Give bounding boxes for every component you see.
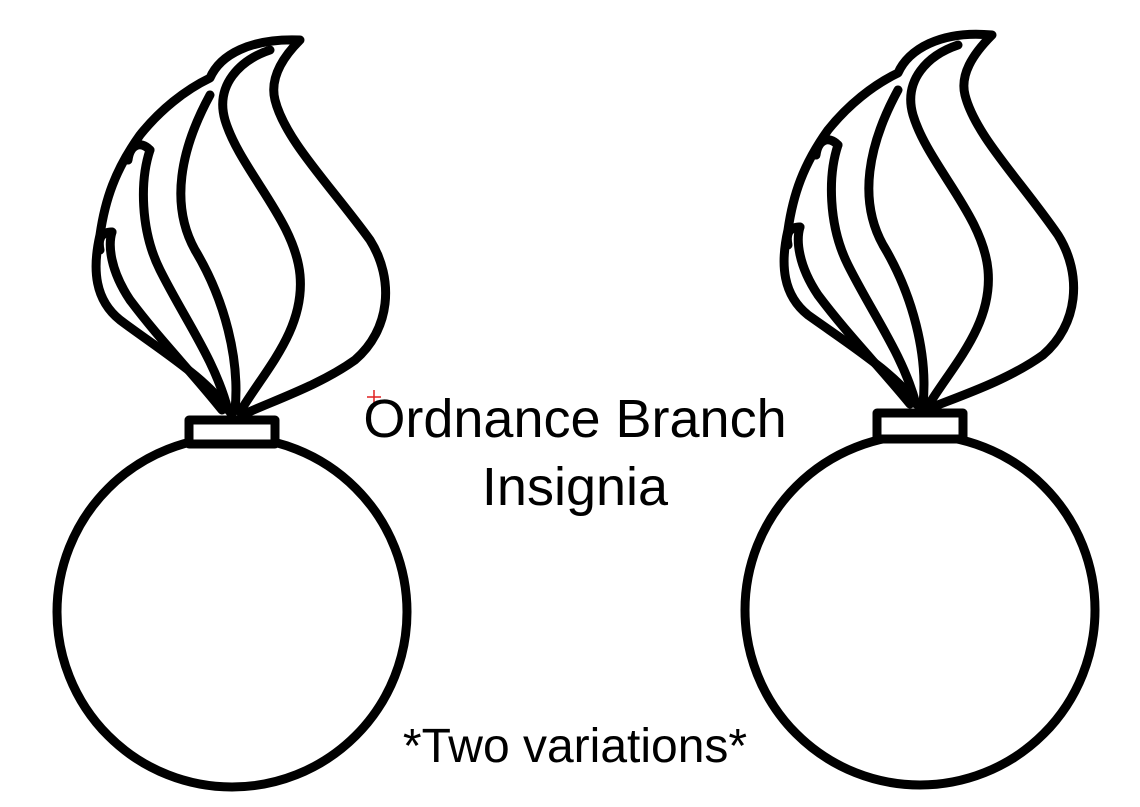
title-line-1: Ordnance Branch [363,389,787,449]
left-bomb-neck [184,415,280,449]
cursor-crosshair-icon [367,390,381,404]
right-flame-icon [779,29,1079,413]
right-insignia-icon [740,29,1100,790]
right-bomb-neck [872,408,968,444]
left-insignia-icon [52,35,412,792]
left-flame-icon [91,35,391,420]
title-line-2: Insignia [481,457,669,517]
variations-caption: *Two variations* [402,720,748,773]
